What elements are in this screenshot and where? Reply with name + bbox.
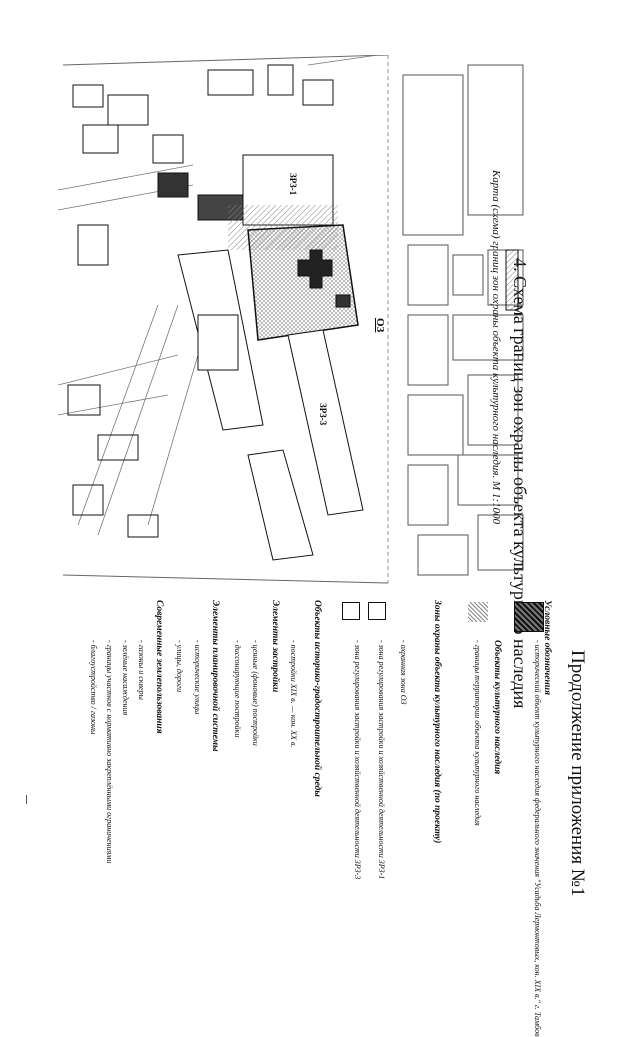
- building-label-zr3-3: ЗР3-3: [318, 403, 328, 426]
- legend-item: - зона регулирования застройки и хозяйст…: [353, 640, 362, 880]
- zone-map: ЗР3-1 ЗР3-3: [58, 55, 524, 584]
- legend-item: - зелёные насаждения: [121, 640, 130, 716]
- legend-item: - благоустройство / газоны: [89, 640, 98, 735]
- legend-item: - исторические улицы: [193, 640, 202, 715]
- building-label-zr3-1: ЗР3-1: [288, 173, 298, 196]
- legend-item: - зона регулирования застройки и хозяйст…: [377, 640, 386, 880]
- legend-item: - постройки XIX в. — кон. XX в.: [289, 640, 298, 748]
- legend-group-title: Элементы застройки: [270, 600, 280, 693]
- legend-group-title: Объекты культурного наследия: [492, 640, 502, 775]
- legend-swatch-territory: [468, 602, 488, 622]
- legend-item: - улицы, дороги: [175, 640, 184, 693]
- legend-group-title: Объекты историко-градостроительной среды: [312, 600, 322, 797]
- legend-item: - границы территории объекта культурного…: [473, 640, 482, 826]
- appendix-title: Продолжение приложения №1: [567, 650, 588, 897]
- zone-label-oz: ОЗ: [374, 318, 386, 333]
- legend-item: - охранная зона ОЗ: [399, 640, 408, 705]
- legend-item: - границы участков с нормативно закреплё…: [105, 640, 114, 864]
- legend-item: - газоны и скверы: [137, 640, 146, 700]
- legend-group-title: Зоны охраны объекта культурного наследия…: [432, 600, 442, 844]
- legend-item: - ценные (фоновые) постройки: [251, 640, 260, 746]
- legend-item: - исторический объект культурного наслед…: [533, 640, 542, 1037]
- page-mark: [26, 795, 27, 804]
- legend-group-title: Элементы планировочной системы: [210, 600, 220, 752]
- legend: Условные обозначения - исторический объе…: [89, 600, 562, 1037]
- legend-item: - диссонирующие постройки: [233, 640, 242, 738]
- legend-swatch-zr3-1: [368, 602, 386, 620]
- legend-swatch-heritage-object: [514, 602, 544, 632]
- legend-swatch-zr3-3: [342, 602, 360, 620]
- legend-group-title: Современные землепользования: [154, 600, 164, 734]
